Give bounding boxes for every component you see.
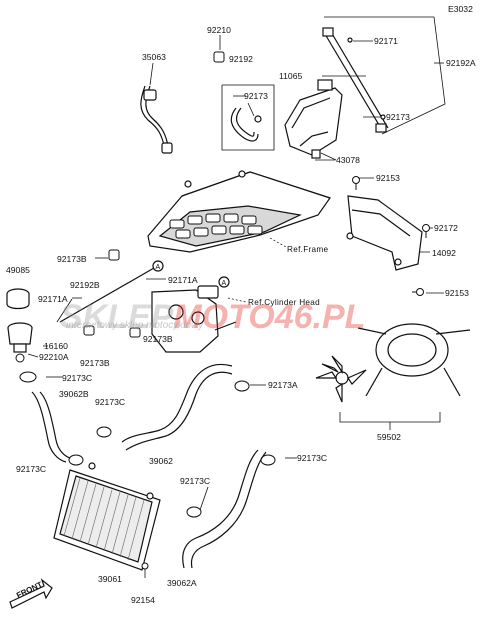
cable-92192B: A — [59, 260, 164, 323]
label-92210: 92210 — [207, 25, 231, 35]
frame-tray — [147, 170, 331, 253]
label-92153-right: 92153 — [445, 288, 469, 298]
label-92192: 92192 — [229, 54, 253, 64]
label-35063: 35063 — [142, 52, 166, 62]
label-92173B-low: 92173B — [143, 334, 173, 344]
bolt-92153-top — [352, 176, 360, 190]
label-92171: 92171 — [374, 36, 398, 46]
clamp-92173B-mid — [83, 325, 95, 336]
neck-16160 — [7, 322, 33, 353]
label-92173C-3: 92173C — [16, 464, 47, 474]
watermark-logo: SKLEPMOTO46.PL — [60, 298, 365, 337]
ref-frame: Ref.Frame — [287, 245, 329, 254]
clamp-92210 — [213, 51, 225, 63]
clamp-92173C-1 — [19, 371, 37, 383]
bolt-92153-right — [412, 288, 424, 296]
label-39061: 39061 — [98, 574, 122, 584]
watermark-tagline: internetowy sklep motocyklowy — [66, 320, 204, 331]
watermark-part1: SKLEP — [60, 298, 174, 336]
thermostat-housing: A — [151, 276, 237, 353]
hose-39062A — [182, 449, 267, 569]
hose-39062B — [31, 391, 71, 463]
label-92173C-5: 92173C — [297, 453, 328, 463]
label-92173B-mid: 92173B — [80, 358, 110, 368]
label-92173-right: 92173 — [386, 112, 410, 122]
label-92172: 92172 — [434, 223, 458, 233]
label-92192B: 92192B — [70, 280, 100, 290]
clamp-92173C-3 — [68, 454, 84, 466]
cap-49085 — [6, 288, 30, 310]
label-59502: 59502 — [377, 432, 401, 442]
hose-92192 — [230, 107, 262, 142]
label-39062A: 39062A — [167, 578, 197, 588]
label-92173B-top: 92173B — [57, 254, 87, 264]
label-92171A-left: 92171A — [38, 294, 68, 304]
label-92173-left: 92173 — [244, 91, 268, 101]
clamp-92210A — [15, 353, 25, 363]
label-11065: 11065 — [279, 71, 303, 81]
clamp-92173C-4 — [186, 506, 202, 518]
svg-text:A: A — [156, 264, 161, 271]
label-39062B: 39062B — [59, 389, 89, 399]
label-92210A: 92210A — [39, 352, 69, 362]
label-92192A: 92192A — [446, 58, 476, 68]
label-49085: 49085 — [6, 265, 30, 275]
radiator-39061 — [53, 462, 161, 571]
svg-text:A: A — [222, 280, 227, 287]
label-92173C-4: 92173C — [180, 476, 211, 486]
guard-14092 — [346, 195, 423, 271]
tank-43078 — [284, 79, 343, 159]
label-92173C-2: 92173C — [95, 397, 126, 407]
fan-59502 — [315, 323, 471, 403]
clamp-92173A — [234, 380, 250, 392]
label-16160: 16160 — [44, 341, 68, 351]
clamp-92173B-low — [129, 327, 141, 338]
watermark-part2: MOTO — [173, 298, 275, 336]
bolt-92172 — [422, 224, 430, 238]
label-39062: 39062 — [149, 456, 173, 466]
clamp-92173C-2 — [96, 426, 112, 438]
ref-cylinder-head: Ref.Cylinder Head — [248, 298, 320, 307]
diagram-code: E3032 — [448, 4, 473, 14]
label-92173C-1: 92173C — [62, 373, 93, 383]
label-43078: 43078 — [336, 155, 360, 165]
leader-35063 — [149, 62, 154, 86]
hose-35063 — [140, 85, 173, 154]
front-arrow-icon — [9, 578, 53, 609]
label-92154: 92154 — [131, 595, 155, 605]
hose-92192A — [322, 27, 389, 133]
watermark-part3: 46.PL — [274, 298, 366, 336]
label-92173A: 92173A — [268, 380, 298, 390]
label-14092: 14092 — [432, 248, 456, 258]
label-92153-top: 92153 — [376, 173, 400, 183]
hose-39062 — [121, 363, 233, 451]
bolt-92154 — [141, 562, 149, 570]
label-92171A-center: 92171A — [168, 275, 198, 285]
clamp-92173B-top — [108, 249, 120, 261]
